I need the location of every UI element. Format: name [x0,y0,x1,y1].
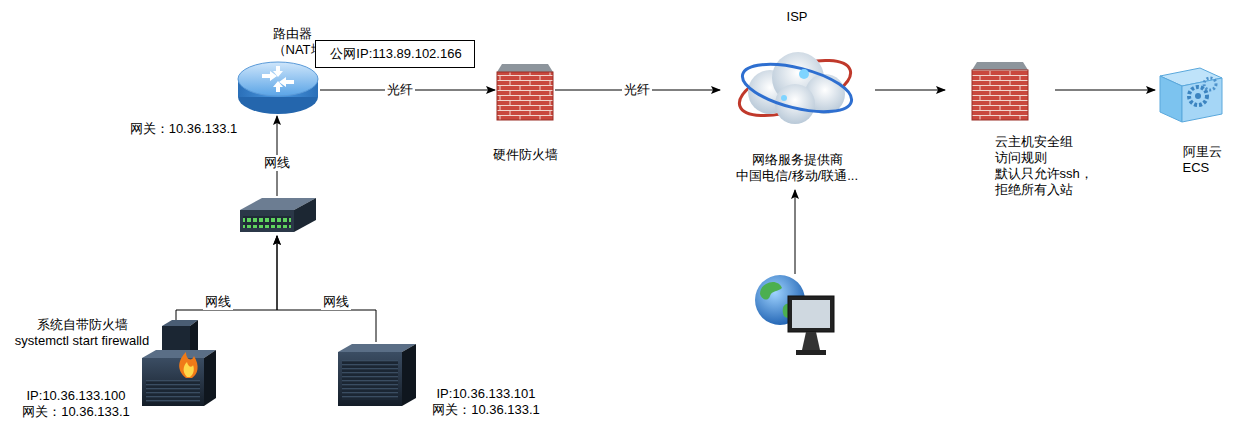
ecs-cube-icon [1195,93,1201,99]
connector [277,236,376,342]
server-icon [338,352,402,406]
isp-cloud-icon [738,55,856,121]
switch-node [238,196,318,236]
isp-node: ISP网络服务提供商 中国电信/移动/联通... [720,42,875,190]
node-caption: 网关：10.36.133.1 [129,121,238,137]
ecs-cube-icon [1182,78,1222,122]
switch-icon [240,210,294,232]
server-icon [204,350,216,406]
firewall-icon [972,62,1028,120]
node-caption: 网络服务提供商 中国电信/移动/联通... [736,152,859,184]
node-caption: 阿里云 ECS [1183,144,1194,176]
node-caption: 路由器 （NAT地址转换） [273,26,284,58]
server-icon [184,362,194,377]
server-icon [402,344,416,406]
firewall-icon [972,70,1028,120]
node-caption: 硬件防火墙 [492,147,558,163]
isp-cloud-icon [799,69,809,79]
server-icon [338,344,416,406]
ecs-cube-icon [1204,78,1216,90]
ecs-cube-icon [1160,68,1222,122]
client-computer-icon [802,332,820,350]
client-computer-icon [792,300,830,328]
client-computer-icon [788,296,834,332]
client-computer-icon [796,350,826,355]
server-icon [146,380,200,402]
node-caption: ISP [786,9,808,25]
connector [795,190,796,274]
firewall-icon [972,62,1028,70]
edge-label: 光纤 [622,82,652,98]
router-icon [273,81,283,92]
ecs-node: 阿里云 ECS [1155,64,1225,124]
router-icon [238,62,318,96]
router-node: 路由器 （NAT地址转换）网关：10.36.133.1 [236,60,320,116]
switch-icon [240,198,316,232]
node-caption: 系统自带防火墙 systemctl start firewalld [15,317,150,349]
switch-icon [243,216,291,228]
server-node: 系统自带防火墙 systemctl start firewalldIP:10.3… [140,320,218,408]
connector [176,236,277,320]
edge-label: 网线 [321,294,351,310]
server-node: IP:10.36.133.101 网关：10.36.133.1 [336,342,418,408]
router-icon [238,62,318,114]
server-icon [142,350,216,358]
isp-cloud-icon [781,95,787,101]
firewall-icon [497,64,553,120]
client-computer-icon [760,282,782,300]
ecs-cube-icon [1160,76,1182,122]
connector [875,90,945,91]
server-icon [142,320,216,406]
edge-label: 光纤 [385,82,415,98]
node-caption: IP:10.36.133.100 网关：10.36.133.1 [22,388,130,420]
firewall-icon [497,72,553,120]
node-caption: 云主机安全组 访问规则 默认只允许ssh， 拒绝所有入站 [995,134,1006,198]
ecs-cube-icon [1189,87,1207,105]
server-icon [342,360,398,400]
public-ip-box: 公网IP:113.89.102.166 [315,40,475,68]
node-caption: 公网IP:113.89.102.166 [330,46,463,62]
hardware-firewall-node: 硬件防火墙 [495,62,555,120]
switch-icon [294,198,316,232]
edge-label: 网线 [203,294,233,310]
server-icon [179,352,197,378]
isp-cloud-icon [733,49,857,127]
router-icon [273,66,283,77]
edge-label: 网线 [262,155,292,171]
client-node [754,274,836,358]
client-computer-icon [755,275,834,355]
node-caption: IP:10.36.133.101 网关：10.36.133.1 [432,386,540,418]
firewall-icon [497,64,553,72]
connector [1055,90,1155,91]
security-group-node: 云主机安全组 访问规则 默认只允许ssh， 拒绝所有入站 [945,58,1055,198]
isp-cloud-icon [733,49,857,127]
